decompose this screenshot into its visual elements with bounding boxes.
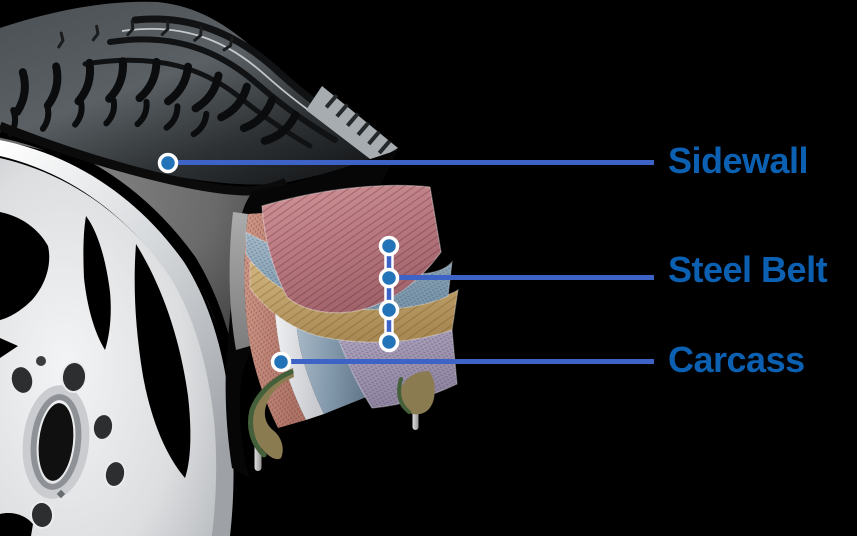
bead-bundles <box>248 368 435 471</box>
tread-grooves-lateral-inner <box>7 97 210 138</box>
wheel-hub <box>9 356 127 529</box>
sidewall-cut-strip <box>229 212 250 350</box>
bead-edge-left <box>248 369 294 458</box>
wheel-rim <box>0 128 245 536</box>
tread-chevrons <box>57 19 234 52</box>
red-layer-callout-dot <box>378 235 400 257</box>
sidewall-callout-dot <box>157 152 179 174</box>
bead-hook-right <box>398 371 435 415</box>
spoke-openings <box>0 212 191 536</box>
carcass-callout-dot <box>270 351 292 373</box>
callout-dots <box>157 152 400 373</box>
tread-grooves-lateral <box>13 57 300 145</box>
bead-edge-right <box>397 377 411 414</box>
ply-layer-sheets <box>245 184 459 409</box>
label-sidewall: Sidewall <box>668 140 809 181</box>
callout-lines <box>168 160 654 364</box>
purple-layer-callout-dot <box>378 331 400 353</box>
label-steel-belt: Steel Belt <box>668 249 828 290</box>
lug-holes <box>9 361 127 529</box>
tread-band <box>0 1 398 185</box>
tread-shoulder-ridge <box>0 121 289 196</box>
tan-layer-callout-dot <box>378 299 400 321</box>
steel-belt-callout-dot <box>378 267 400 289</box>
tire-tread <box>0 1 398 196</box>
bead-hook-left <box>252 368 294 460</box>
label-carcass: Carcass <box>668 339 805 380</box>
